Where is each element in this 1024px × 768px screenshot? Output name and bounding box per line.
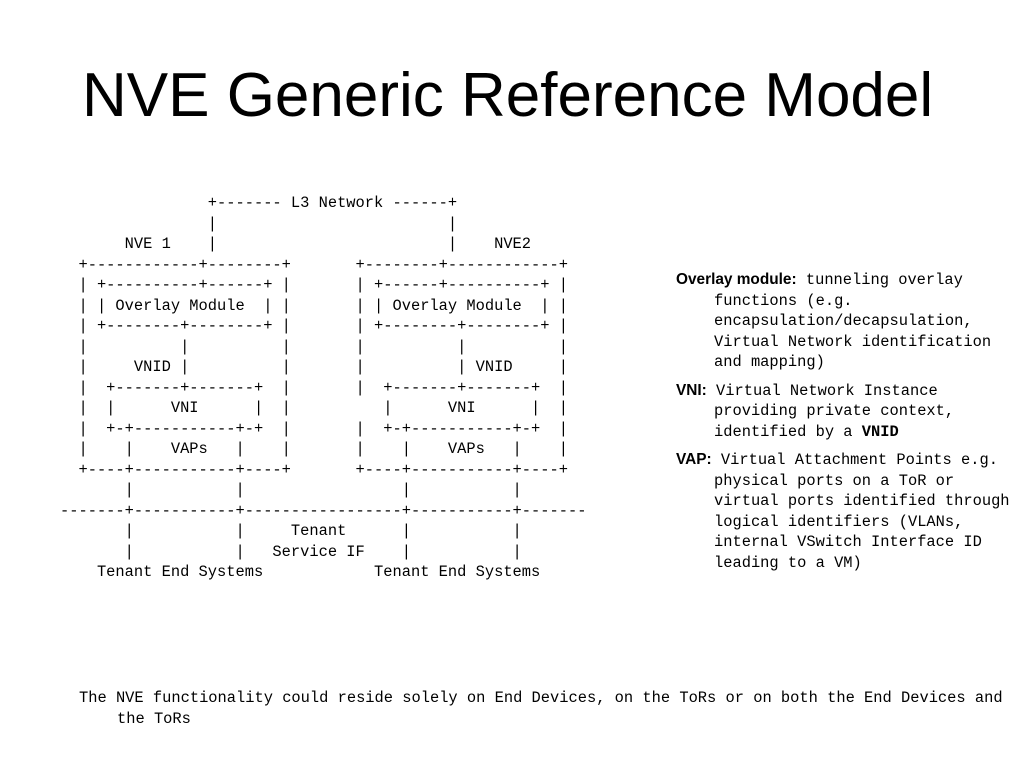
diagram-line: | | Overlay Module | | | | Overlay Modul… xyxy=(60,296,568,315)
definition-overlay-module: Overlay module: tunneling overlay functi… xyxy=(676,270,1021,373)
diagram-line: Tenant End Systems Tenant End Systems xyxy=(60,563,541,581)
diagram-line: +------- L3 Network ------+ xyxy=(60,194,458,212)
diagram-line: NVE 1 | | NVE2 xyxy=(60,235,532,253)
definition-vni: VNI: Virtual Network Instance providing … xyxy=(676,381,1021,443)
diagram-line: -------+-----------+-----------------+--… xyxy=(60,501,587,520)
diagram-line: | | | | | | xyxy=(60,337,568,356)
diagram-line: | | Tenant | | xyxy=(60,522,522,540)
diagram-line: | | VNI | | | VNI | | xyxy=(60,399,568,417)
diagram-line: +----+-----------+----+ +----+----------… xyxy=(60,460,568,479)
diagram-line: | +-------+-------+ | | +-------+-------… xyxy=(60,378,568,397)
diagram-line: | +----------+------+ | | +------+------… xyxy=(60,276,568,294)
diagram-line: | +--------+--------+ | | +--------+----… xyxy=(60,317,568,335)
diagram-line: | | xyxy=(60,214,458,233)
diagram-line: | +-+-----------+-+ | | +-+-----------+-… xyxy=(60,419,568,438)
definition-term: VNI: xyxy=(676,381,707,399)
diagram-line: | | | | xyxy=(60,481,522,499)
definition-text: Virtual Network Instance providing priva… xyxy=(706,381,955,441)
definition-vap: VAP: Virtual Attachment Points e.g. phys… xyxy=(676,450,1021,573)
nve-reference-diagram: +------- L3 Network ------+ | | NVE 1 | … xyxy=(60,193,586,583)
definition-emphasis: VNID xyxy=(861,422,899,441)
slide-title: NVE Generic Reference Model xyxy=(82,61,934,130)
definition-term: Overlay module: xyxy=(676,271,797,288)
diagram-line: | | Service IF | | xyxy=(60,542,522,561)
definition-text: tunneling overlay functions (e.g. encaps… xyxy=(714,271,992,371)
definition-term: VAP: xyxy=(676,451,712,468)
diagram-line: +------------+--------+ +--------+------… xyxy=(60,255,568,274)
diagram-line: | | VAPs | | | | VAPs | | xyxy=(60,440,568,458)
definitions-list: Overlay module: tunneling overlay functi… xyxy=(676,270,1021,581)
diagram-line: | VNID | | | | VNID | xyxy=(60,358,568,376)
footer-note: The NVE functionality could reside solel… xyxy=(79,689,1003,728)
definition-text: Virtual Attachment Points e.g. physical … xyxy=(711,451,1010,572)
